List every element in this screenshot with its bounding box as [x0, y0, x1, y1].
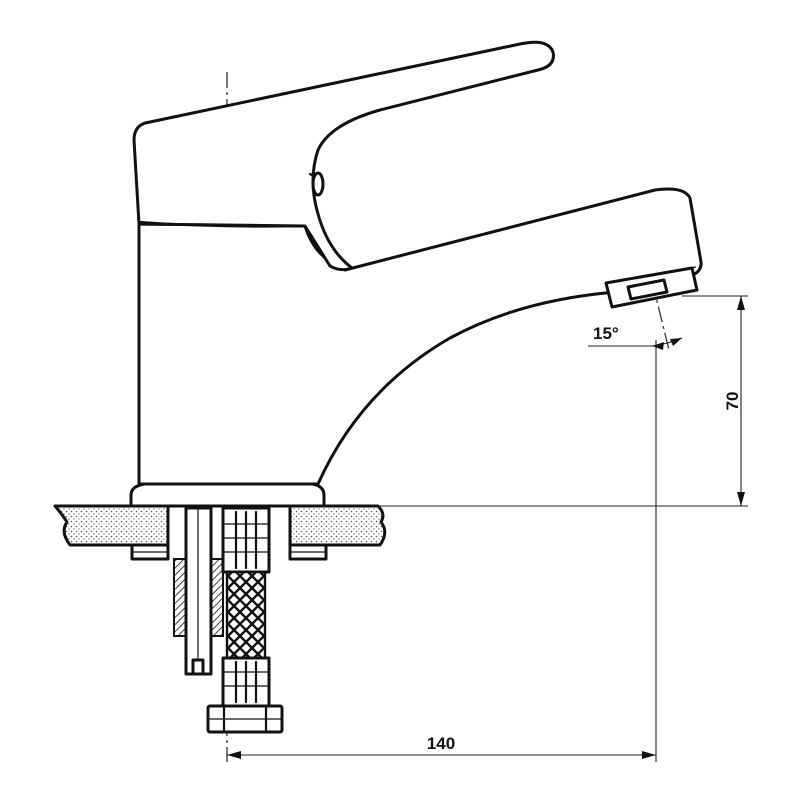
- spout-aerator: [604, 266, 699, 309]
- lever-handle: [132, 40, 555, 272]
- reach-dimension-label: 140: [427, 734, 455, 753]
- reach-dimension: 140: [227, 340, 657, 762]
- spout-angle-dimension: 15°: [588, 324, 683, 350]
- height-dimension: 70: [318, 295, 748, 507]
- faucet-body: [129, 187, 703, 508]
- spout-angle-label: 15°: [593, 324, 619, 343]
- height-dimension-label: 70: [723, 392, 742, 411]
- lever-pivot-cap: [311, 171, 325, 197]
- fixing-stud: [173, 506, 224, 676]
- flexible-supply-hose: [206, 506, 284, 734]
- countertop-section: [53, 504, 387, 561]
